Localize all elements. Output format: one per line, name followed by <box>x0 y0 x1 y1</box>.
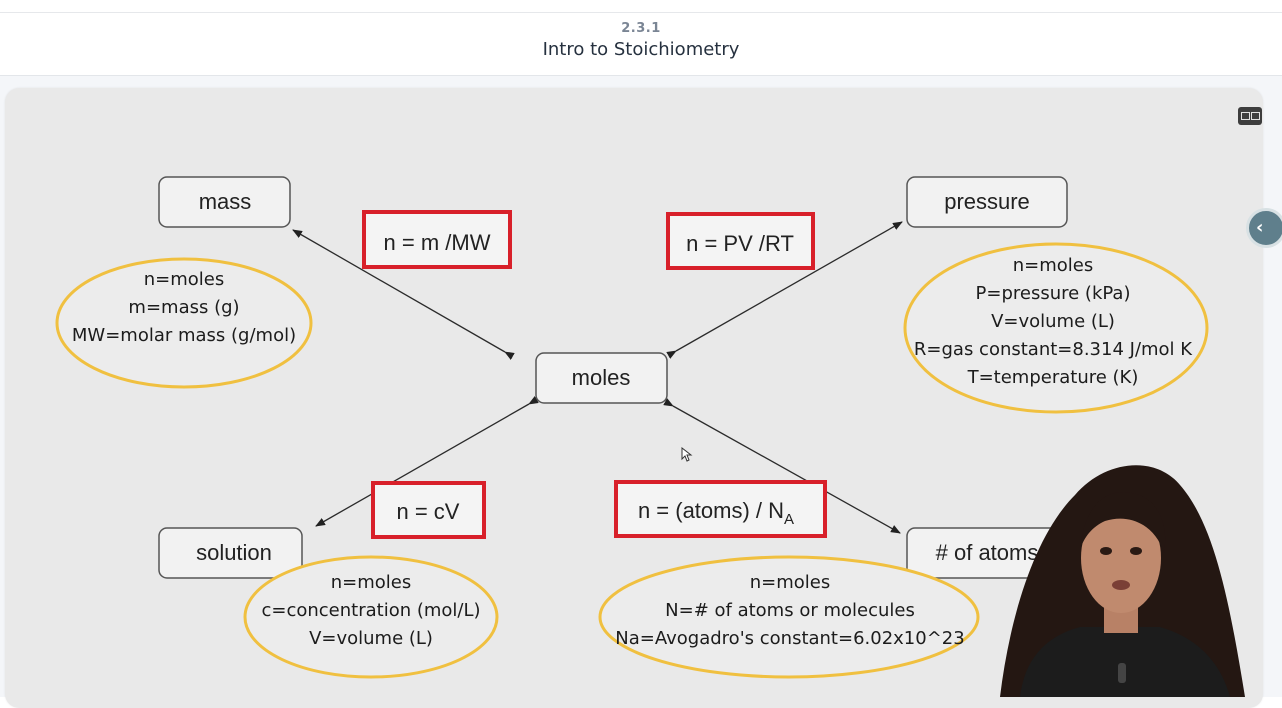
node-solution-label: solution <box>196 540 272 565</box>
note-mass-line: MW=molar mass (g/mol) <box>72 325 296 346</box>
note-pressure-line: T=temperature (K) <box>967 367 1139 388</box>
arrow-moles-mass <box>292 229 515 360</box>
node-pressure-label: pressure <box>944 189 1030 214</box>
formula-pressure-text: n = PV /RT <box>686 231 794 256</box>
node-atoms: # of atoms <box>906 527 1068 579</box>
node-moles: moles <box>535 352 668 404</box>
note-solution-line: V=volume (L) <box>309 628 433 649</box>
note-solution: n=moles c=concentration (mol/L) V=volume… <box>243 555 499 679</box>
note-mass-line: n=moles <box>144 269 225 290</box>
note-pressure-line: P=pressure (kPa) <box>976 283 1131 304</box>
note-atoms-line: N=# of atoms or molecules <box>665 600 915 621</box>
note-pressure-line: R=gas constant=8.314 J/mol K <box>914 339 1193 360</box>
top-divider <box>0 12 1282 13</box>
note-pressure-line: n=moles <box>1013 255 1094 276</box>
diagram-arrows <box>292 221 903 534</box>
node-solution: solution <box>158 527 303 579</box>
note-atoms: n=moles N=# of atoms or molecules Na=Avo… <box>598 555 980 679</box>
formula-solution-text: n = cV <box>397 499 460 524</box>
arrow-moles-solution <box>315 396 539 527</box>
node-pressure: pressure <box>906 176 1068 228</box>
node-atoms-label: # of atoms <box>936 540 1039 565</box>
node-moles-label: moles <box>572 365 631 390</box>
note-atoms-line: n=moles <box>750 572 831 593</box>
formula-atoms: n = (atoms) / NA <box>614 480 827 538</box>
arrow-moles-atoms <box>663 398 901 534</box>
captions-icon[interactable] <box>1238 107 1262 125</box>
lesson-header: 2.3.1 Intro to Stoichiometry <box>0 13 1282 76</box>
formula-atoms-subscript: A <box>784 511 794 528</box>
lesson-title: Intro to Stoichiometry <box>542 39 740 60</box>
node-mass: mass <box>158 176 291 228</box>
note-pressure: n=moles P=pressure (kPa) V=volume (L) R=… <box>903 242 1209 414</box>
formula-solution: n = cV <box>371 481 486 539</box>
formula-pressure: n = PV /RT <box>666 212 815 270</box>
arrow-moles-pressure <box>666 221 903 359</box>
mouse-pointer-icon <box>681 447 693 462</box>
node-mass-label: mass <box>199 189 252 214</box>
section-number: 2.3.1 <box>621 21 661 36</box>
note-mass: n=moles m=mass (g) MW=molar mass (g/mol) <box>55 257 313 389</box>
presenter-video <box>1000 465 1245 697</box>
svg-text:n = (atoms) / NA: n = (atoms) / NA <box>638 498 794 528</box>
note-solution-line: c=concentration (mol/L) <box>261 600 480 621</box>
note-pressure-line: V=volume (L) <box>991 311 1115 332</box>
formula-atoms-text: n = (atoms) / N <box>638 498 784 523</box>
note-mass-line: m=mass (g) <box>128 297 239 318</box>
note-solution-line: n=moles <box>331 572 412 593</box>
chevron-left-icon[interactable]: ‹ <box>1246 208 1282 248</box>
formula-mass-text: n = m /MW <box>384 230 491 255</box>
note-atoms-line: Na=Avogadro's constant=6.02x10^23 <box>615 628 964 649</box>
stoichiometry-diagram: mass pressure moles solution # of atoms <box>55 176 1209 679</box>
formula-mass: n = m /MW <box>362 210 512 269</box>
